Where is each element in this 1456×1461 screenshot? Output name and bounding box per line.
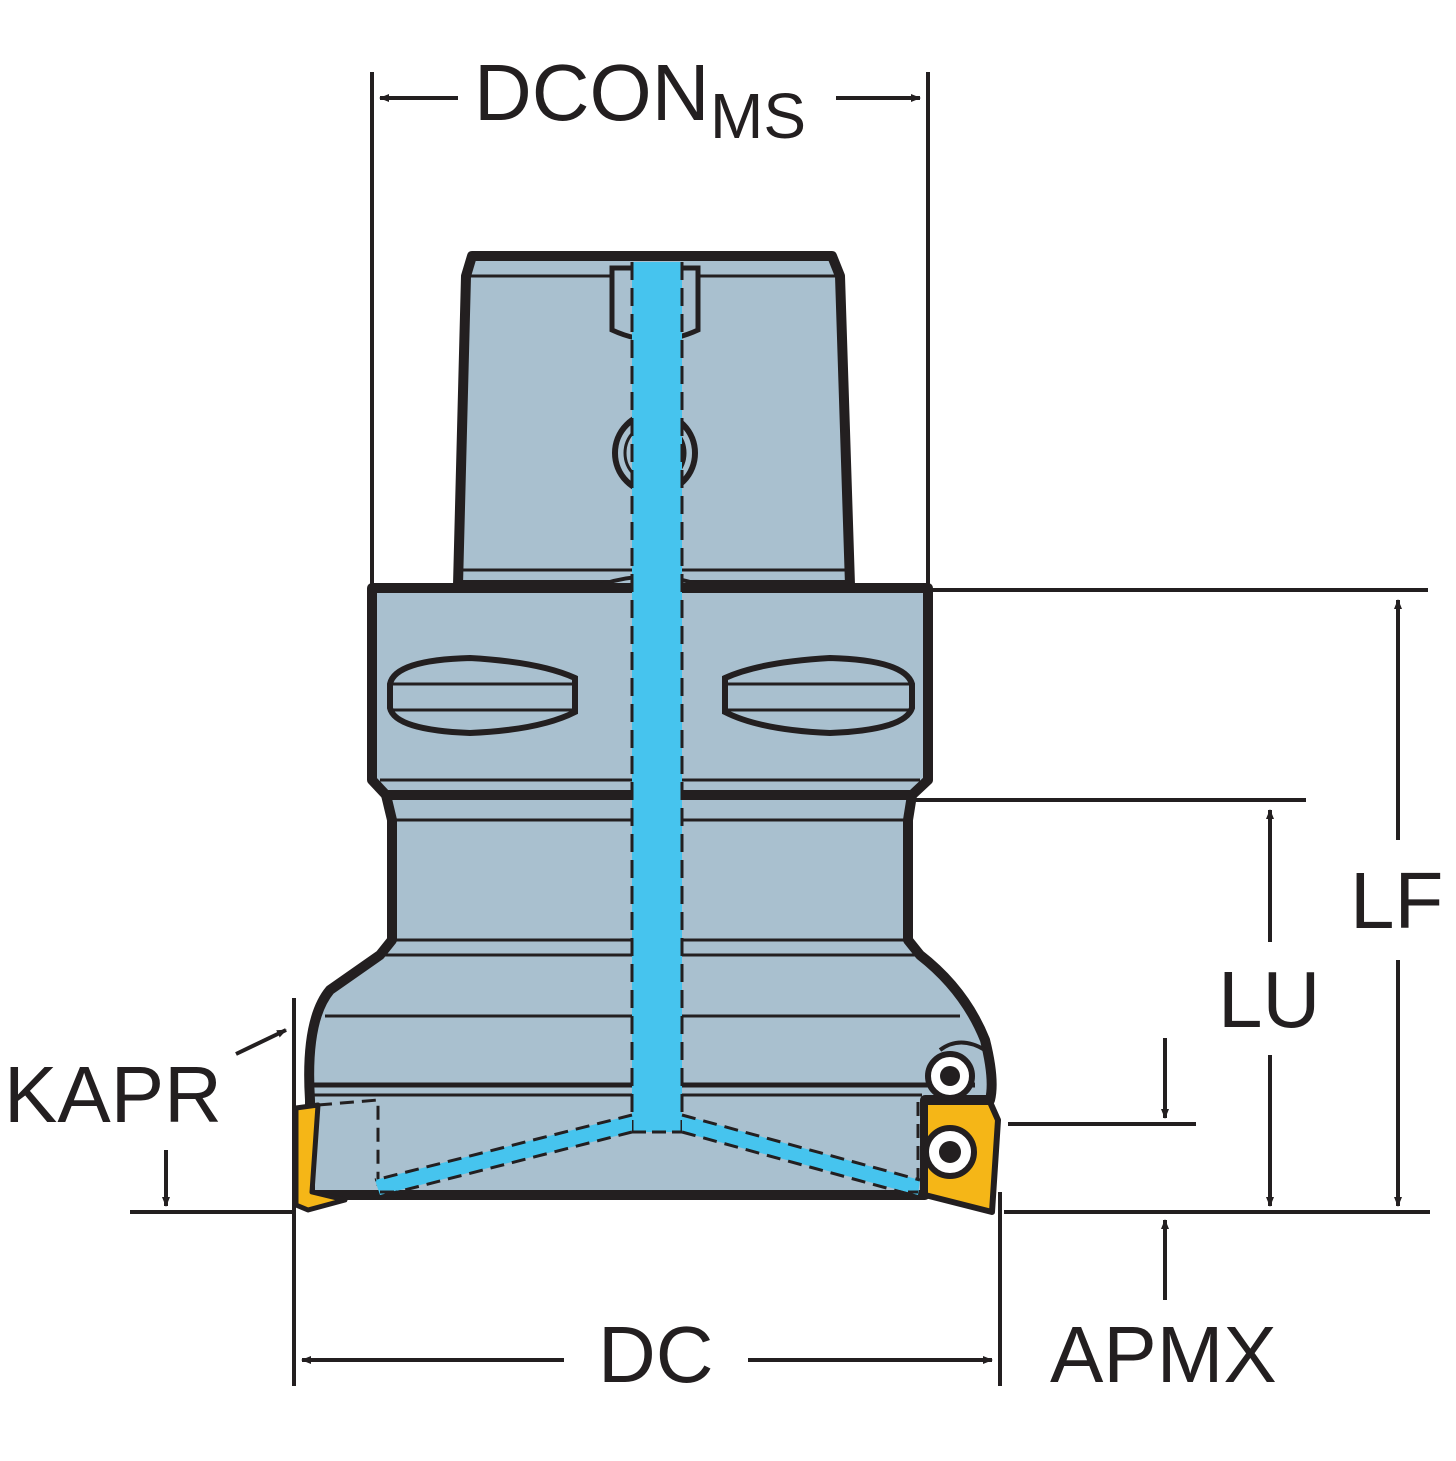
dimension-kapr <box>162 998 296 1386</box>
lu-label: LU <box>1218 955 1320 1044</box>
dc-label: DC <box>598 1310 714 1399</box>
dcon-label: DCON <box>474 48 710 137</box>
dimension-lf <box>932 588 1428 1207</box>
insert-screw-lower <box>923 1125 977 1179</box>
insert-screw-upper <box>925 1051 975 1101</box>
coolant-branch-right <box>682 1115 920 1195</box>
milling-cutter <box>293 251 1001 1215</box>
drive-slot-right <box>722 654 915 737</box>
dimension-dcon <box>370 72 930 585</box>
dimension-lu <box>916 798 1306 1207</box>
drive-slot-left <box>387 654 578 737</box>
dimension-apmx <box>1008 1038 1196 1300</box>
dimension-dc <box>301 1192 1002 1386</box>
lf-label: LF <box>1350 856 1443 945</box>
kapr-label: KAPR <box>4 1050 222 1139</box>
apmx-label: APMX <box>1050 1310 1277 1399</box>
coolant-branch-left <box>375 1115 632 1195</box>
dcon-subscript: MS <box>710 80 806 152</box>
coolant-channel <box>632 262 682 1132</box>
